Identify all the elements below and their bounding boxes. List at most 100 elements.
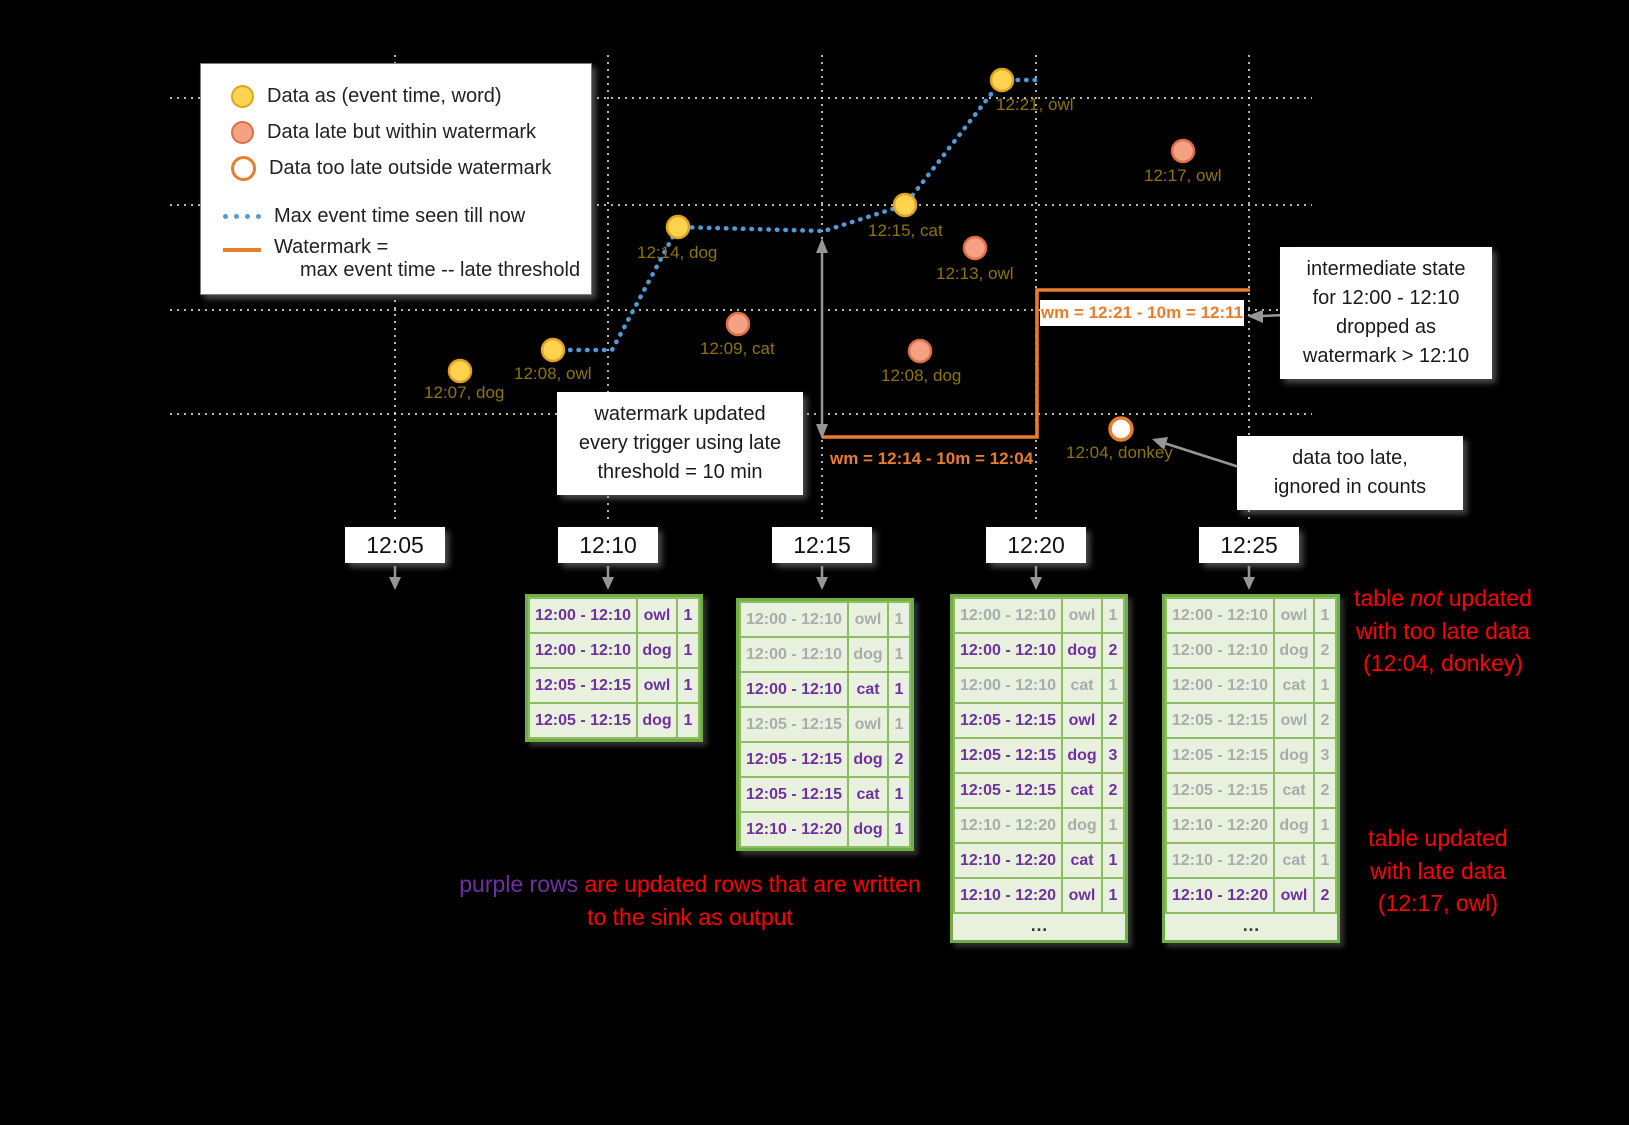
not-updated-pre: table <box>1354 585 1411 611</box>
cell-window: 12:00 - 12:10 <box>528 632 638 669</box>
ellipsis-row: … <box>1030 915 1048 935</box>
cell-window: 12:00 - 12:10 <box>528 597 638 634</box>
data-point-label: 12:21, owl <box>996 95 1074 114</box>
cell-count: 1 <box>1101 842 1125 879</box>
cell-count: 2 <box>1101 772 1125 809</box>
cell-window: 12:05 - 12:15 <box>1165 702 1275 739</box>
cell-window: 12:00 - 12:10 <box>953 632 1063 669</box>
gray-arrows <box>389 238 1286 590</box>
trigger-12-25: 12:25 <box>1199 527 1299 563</box>
cell-count: 2 <box>1313 877 1337 914</box>
data-point-label: 12:15, cat <box>868 221 943 240</box>
watermark-updated-callout: watermark updated every trigger using la… <box>557 392 803 495</box>
cell-count: 3 <box>1313 737 1337 774</box>
cell-word: cat <box>847 776 889 813</box>
cell-count: 1 <box>887 811 911 848</box>
trigger-label: 12:15 <box>793 532 851 558</box>
cell-count: 1 <box>1101 667 1125 704</box>
legend-item-label: Data late but within watermark <box>267 120 537 143</box>
cell-count: 1 <box>1313 807 1337 844</box>
trigger-12-15: 12:15 <box>772 527 872 563</box>
purple-rows-rest: are updated rows that are written to the… <box>578 871 921 930</box>
cell-word: dog <box>636 632 678 669</box>
updated-late-note: table updated with late data (12:17, owl… <box>1368 825 1508 917</box>
data-point-late <box>962 235 988 261</box>
cell-window: 12:10 - 12:20 <box>1165 842 1275 879</box>
cell-word: cat <box>1273 842 1315 879</box>
cell-word: owl <box>1273 702 1315 739</box>
legend-item: Data as (event time, word) <box>223 78 591 114</box>
cell-window: 12:05 - 12:15 <box>528 667 638 704</box>
cell-word: owl <box>1273 877 1315 914</box>
data-point-label: 12:13, owl <box>936 264 1014 283</box>
cell-word: owl <box>1061 597 1103 634</box>
cell-word: dog <box>1273 807 1315 844</box>
data-point-late <box>907 338 933 364</box>
cell-window: 12:00 - 12:10 <box>1165 597 1275 634</box>
legend-item-label: Watermark = <box>274 236 389 258</box>
toolate-point-icon <box>231 155 256 181</box>
arrowhead-down <box>1030 577 1042 590</box>
legend-item: Data late but within watermark <box>223 114 591 150</box>
arrowhead-up <box>816 238 828 253</box>
cell-count: 1 <box>887 636 911 673</box>
cell-count: 1 <box>887 601 911 638</box>
cell-count: 1 <box>1101 597 1125 634</box>
cell-word: dog <box>1061 632 1103 669</box>
arrowhead-left <box>1247 310 1263 323</box>
cell-word: dog <box>847 741 889 778</box>
legend-watermark-text: Watermark = max event time -- late thres… <box>274 236 580 282</box>
cell-window: 12:05 - 12:15 <box>739 706 849 743</box>
cell-window: 12:05 - 12:15 <box>953 702 1063 739</box>
cell-word: cat <box>847 671 889 708</box>
arrowhead-down <box>816 577 828 590</box>
cell-count: 2 <box>1313 772 1337 809</box>
data-point-ontime <box>892 192 918 218</box>
cell-count: 2 <box>1313 702 1337 739</box>
cell-count: 1 <box>1101 807 1125 844</box>
cell-count: 2 <box>1313 632 1337 669</box>
cell-word: dog <box>1061 807 1103 844</box>
cell-window: 12:00 - 12:10 <box>1165 667 1275 704</box>
cell-count: 1 <box>1101 877 1125 914</box>
cell-window: 12:00 - 12:10 <box>739 636 849 673</box>
cell-word: cat <box>1061 842 1103 879</box>
arrowhead-down <box>389 577 401 590</box>
watermark-label-2-text: wm = 12:21 - 10m = 12:11 <box>1040 303 1244 322</box>
data-point-late <box>725 311 751 337</box>
cell-window: 12:10 - 12:20 <box>1165 877 1275 914</box>
cell-word: dog <box>1061 737 1103 774</box>
data-point-label: 12:07, dog <box>424 383 505 402</box>
cell-count: 1 <box>676 667 700 704</box>
cell-word: owl <box>847 601 889 638</box>
max-event-time-line-icon <box>223 213 261 219</box>
not-updated-italic: not <box>1410 585 1443 611</box>
cell-word: dog <box>847 811 889 848</box>
cell-count: 2 <box>1101 702 1125 739</box>
cell-count: 1 <box>676 702 700 739</box>
too-late-callout: data too late, ignored in counts <box>1237 436 1463 510</box>
arrowhead-down <box>816 424 828 439</box>
cell-word: owl <box>636 667 678 704</box>
cell-word: dog <box>1273 632 1315 669</box>
legend-item-sublabel: max event time -- late threshold <box>300 259 581 281</box>
watermark-line-icon <box>223 248 261 252</box>
